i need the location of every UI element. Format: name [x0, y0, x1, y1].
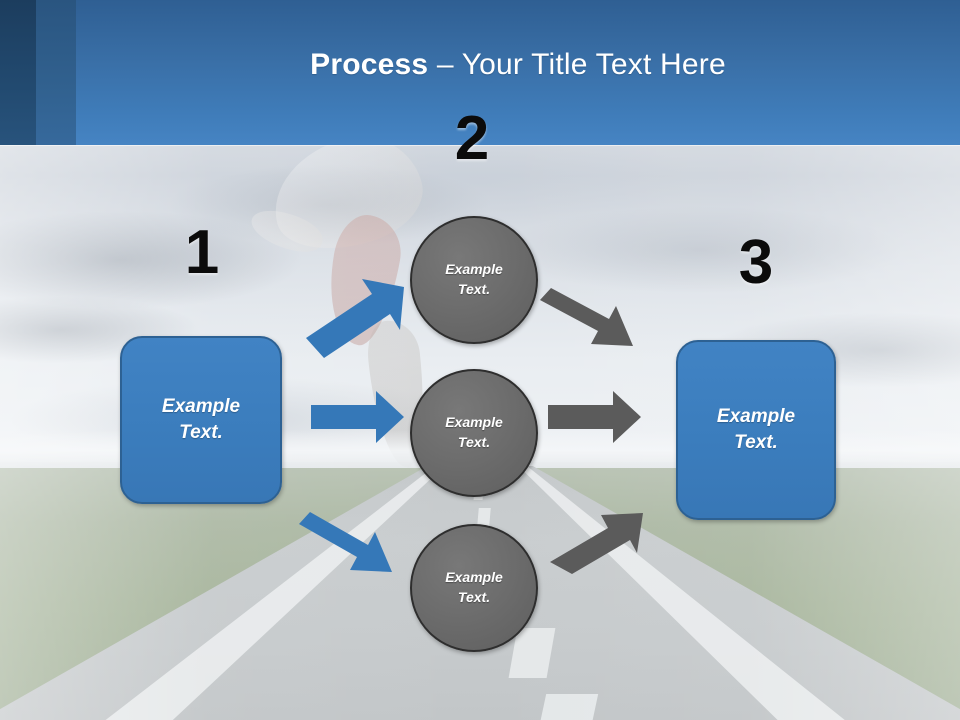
step-number-1: 1 — [184, 218, 220, 287]
process-circle-bottom-line2: Text. — [457, 589, 491, 605]
process-circle-top-line2: Text. — [457, 281, 491, 297]
process-input-box-line1: Example — [161, 396, 241, 418]
step-number-3: 3 — [738, 228, 774, 297]
process-input-box-line2: Text. — [179, 422, 223, 443]
process-circle-bottom-line1: Example — [445, 569, 503, 586]
process-circle-middle-line1: Example — [445, 414, 503, 431]
page-title: Process – Your Title Text Here — [76, 48, 960, 82]
process-circle-bottom[interactable]: Example Text. — [410, 524, 538, 652]
page-title-rest-part: – Your Title Text Here — [428, 48, 726, 81]
process-circle-middle-label: Example Text. — [445, 413, 503, 452]
process-input-box-label: Example Text. — [162, 394, 240, 445]
process-output-box-label: Example Text. — [717, 404, 795, 455]
process-output-box-line1: Example — [716, 406, 796, 428]
process-circle-bottom-label: Example Text. — [445, 568, 503, 607]
process-circle-top[interactable]: Example Text. — [410, 216, 538, 344]
process-output-box[interactable]: Example Text. — [676, 340, 836, 520]
step-number-2: 2 — [454, 104, 490, 173]
page-title-bold-part: Process — [310, 48, 429, 81]
header-accent-band-mid — [36, 0, 76, 145]
process-circle-middle-line2: Text. — [457, 434, 491, 450]
process-circle-top-line1: Example — [445, 261, 503, 278]
process-output-box-line2: Text. — [734, 432, 778, 453]
title-bar: Process – Your Title Text Here — [0, 0, 960, 145]
process-input-box[interactable]: Example Text. — [120, 336, 282, 504]
process-circle-top-label: Example Text. — [445, 260, 503, 299]
header-accent-band-dark — [0, 0, 36, 145]
process-circle-middle[interactable]: Example Text. — [410, 369, 538, 497]
